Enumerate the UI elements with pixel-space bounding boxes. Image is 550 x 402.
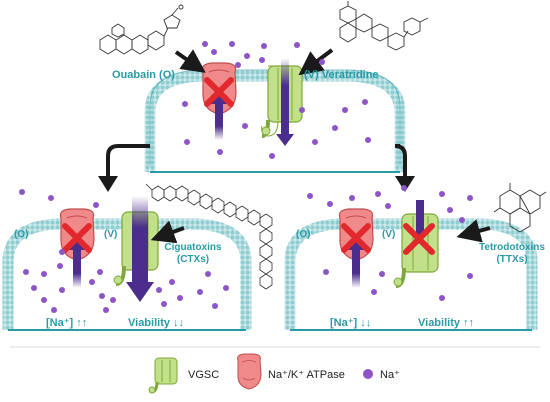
veratridine-structure-icon	[339, 1, 429, 51]
legend-vgsc-label: VGSC	[188, 369, 219, 381]
right-viability-result: Viability ↑↑	[418, 317, 474, 329]
left-veratridine-abbrev: (V)	[104, 229, 117, 240]
right-na-ions	[307, 185, 473, 301]
legend: VGSC Na⁺/K⁺ ATPase Na⁺	[10, 346, 540, 394]
left-ouabain-abbrev: (O)	[14, 229, 28, 240]
legend-na-label: Na⁺	[380, 369, 400, 381]
legend-atpase-icon	[237, 353, 262, 390]
left-na-result: [Na⁺] ↑↑	[46, 317, 87, 329]
top-atpase-pump	[201, 62, 237, 140]
legend-na-icon	[363, 369, 373, 379]
left-pump-block-cross	[62, 223, 92, 253]
top-pump-block-cross	[204, 77, 234, 107]
right-atpase-pump	[338, 208, 374, 288]
veratridine-label: (V) Veratridine	[304, 69, 379, 81]
left-atpase-pump	[59, 208, 95, 288]
left-viability-result: Viability ↓↓	[128, 317, 184, 329]
ouabain-label: Ouabain (O)	[112, 69, 175, 81]
ciguatoxins-label: Ciguatoxins	[164, 242, 222, 253]
left-na-ions	[19, 189, 229, 313]
tetrodotoxins-label: Tetrodotoxins	[479, 242, 545, 253]
legend-atpase-label: Na⁺/K⁺ ATPase	[268, 369, 345, 381]
tetrodotoxins-abbrev: (TTXs)	[496, 254, 527, 265]
legend-vgsc-icon	[148, 357, 178, 394]
right-ouabain-abbrev: (O)	[296, 229, 310, 240]
right-na-result: [Na⁺] ↓↓	[330, 317, 371, 329]
ciguatoxin-structure-icon	[145, 183, 273, 290]
branch-arrow-left	[98, 144, 150, 192]
top-na-ions	[182, 41, 371, 159]
right-channel-block-cross	[403, 223, 435, 255]
left-vgsc-channel	[113, 196, 159, 302]
top-vgsc-channel	[261, 58, 303, 146]
branch-arrow-right	[394, 144, 415, 192]
tetrodotoxin-structure-icon	[493, 183, 547, 233]
ciguatoxins-abbrev: (CTXs)	[177, 254, 209, 265]
right-vgsc-channel	[393, 200, 439, 288]
right-veratridine-abbrev: (V)	[382, 229, 395, 240]
ouabain-structure-icon	[99, 4, 184, 55]
right-pump-block-cross	[341, 223, 371, 253]
